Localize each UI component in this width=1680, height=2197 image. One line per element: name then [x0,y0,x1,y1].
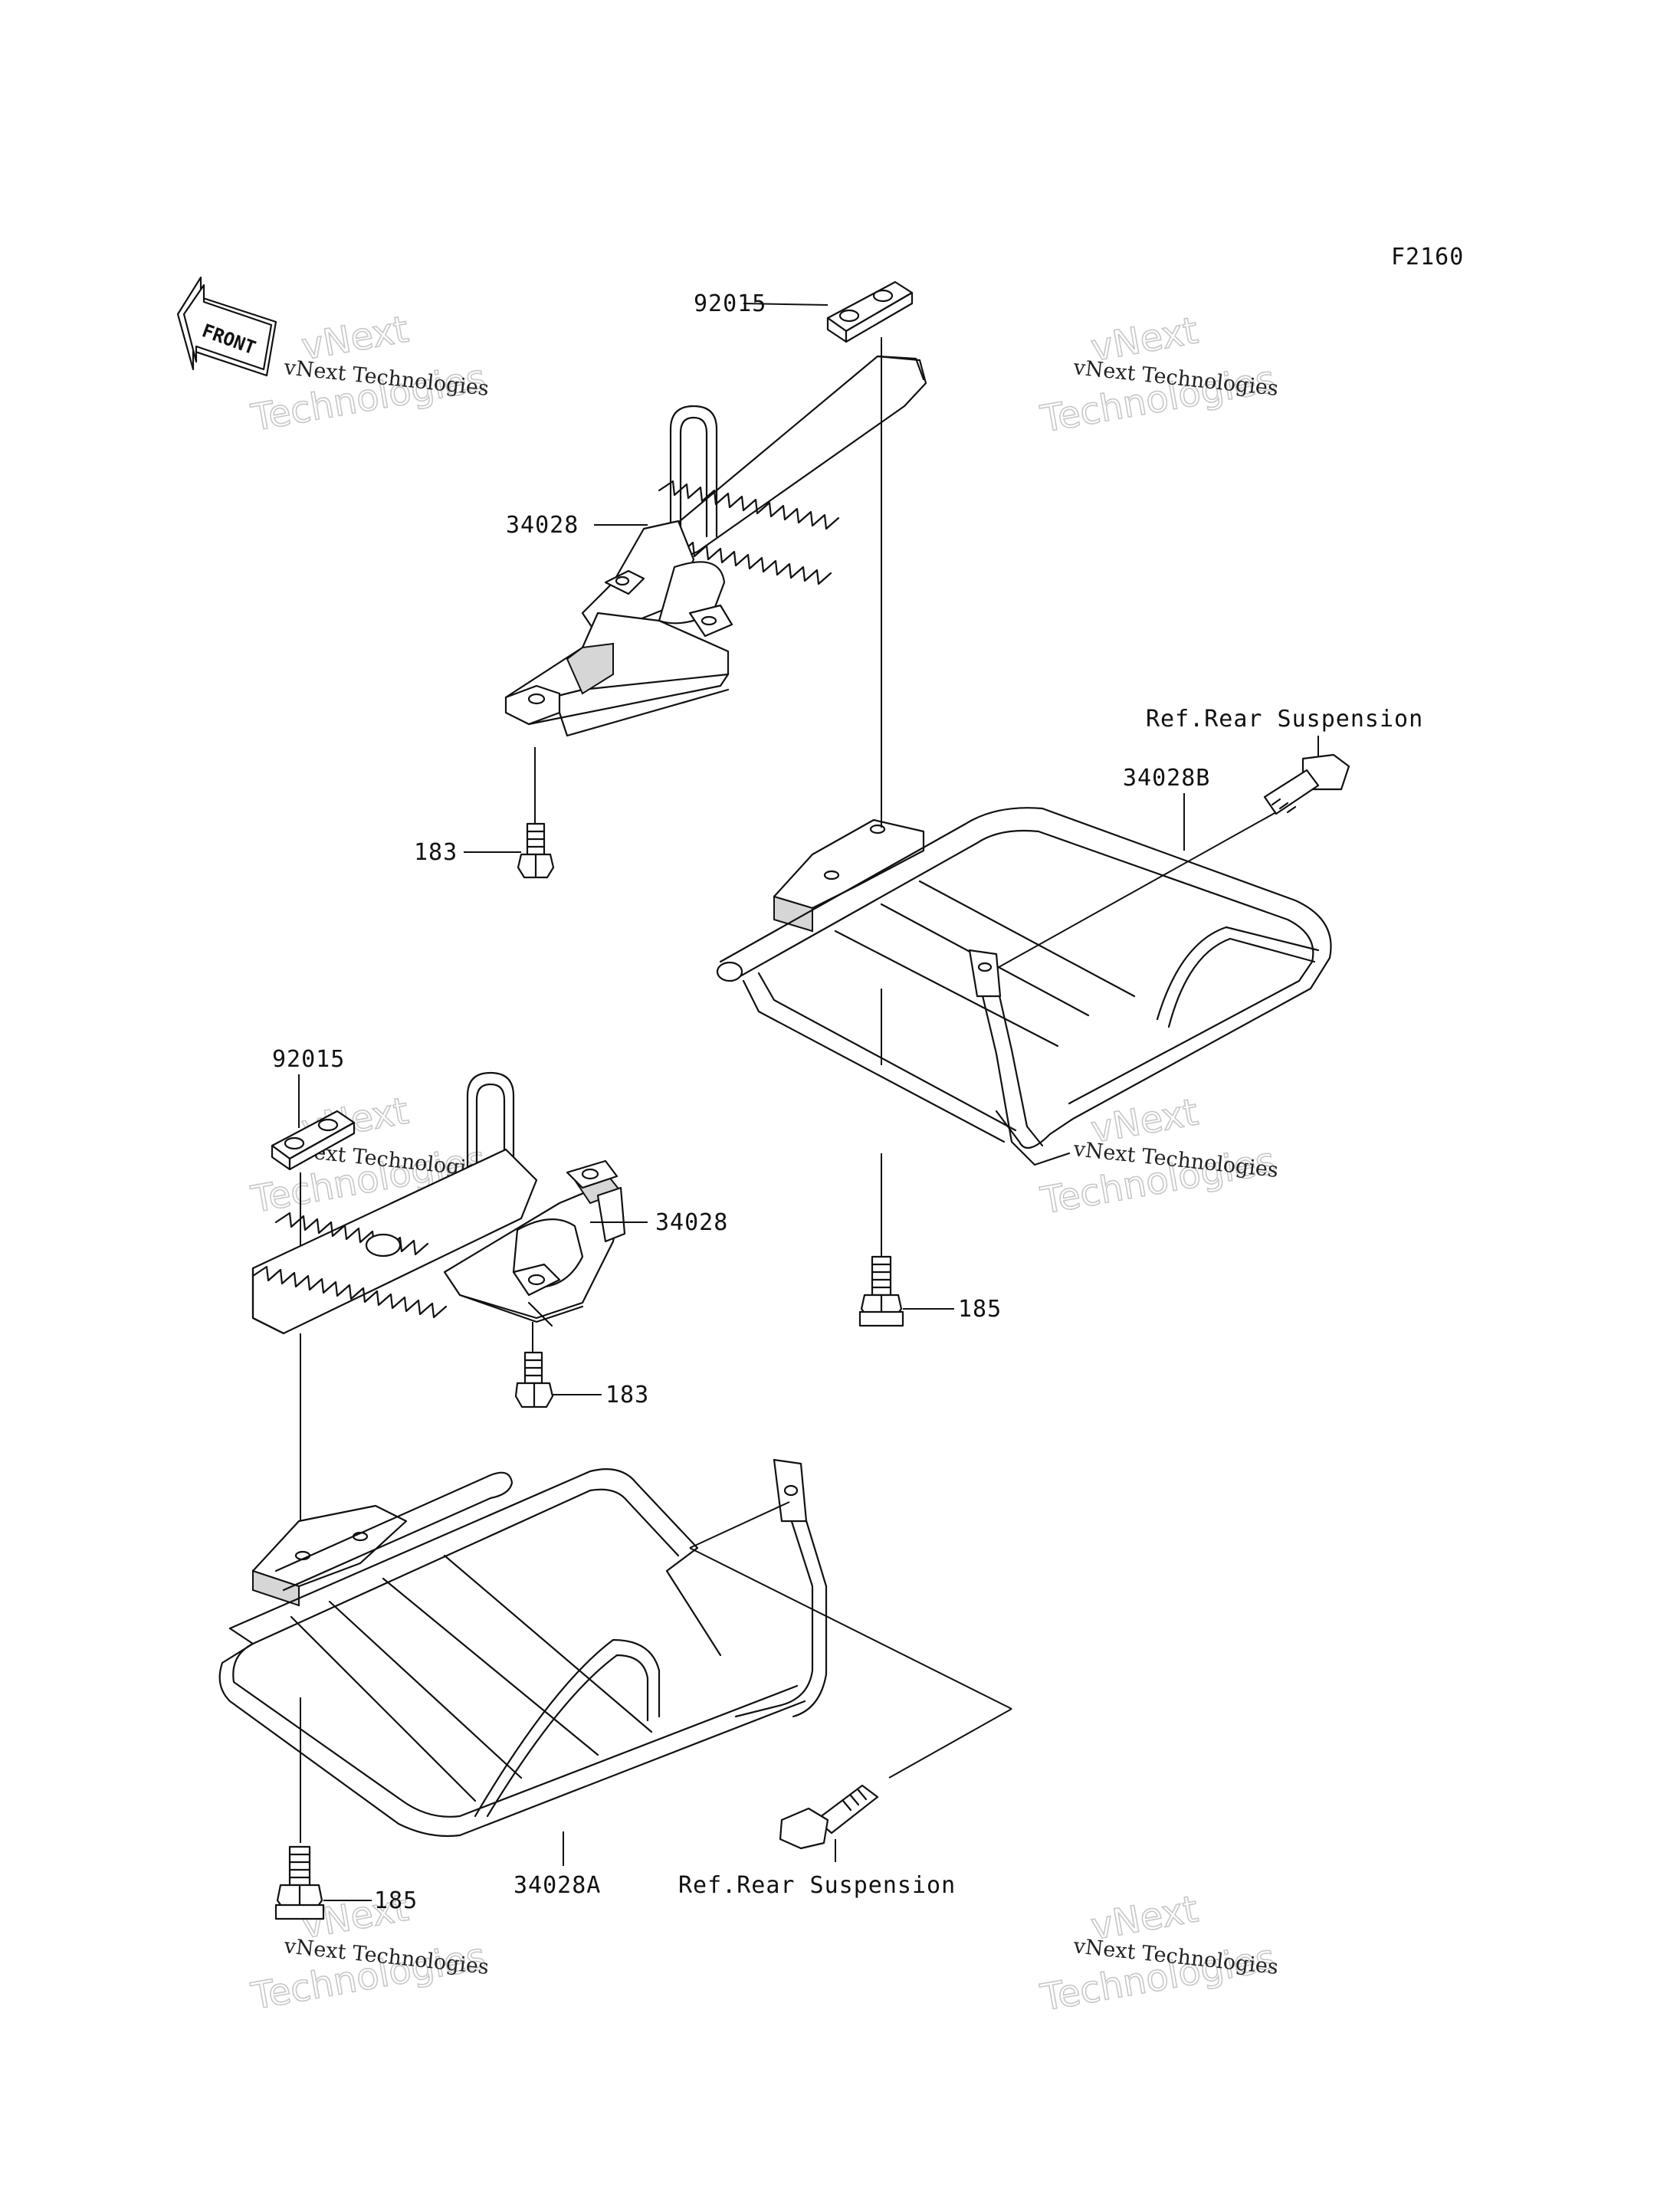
leader-92015-top [743,303,829,306]
guide-line-ref-bottom [888,1708,1012,1779]
bolt-ref-bottom [779,1784,879,1850]
label-34028-top: 34028 [506,512,579,539]
guard-34028B [716,807,1332,1166]
label-ref-rear-suspension-top: Ref.Rear Suspension [1146,706,1423,733]
label-34028A: 34028A [514,1872,601,1899]
bolt-183-left [514,1351,554,1408]
guide-line-ref-top [980,812,1277,978]
step-34028-left [251,1071,626,1335]
bolt-185-bottom [274,1845,325,1920]
label-183-top: 183 [414,839,458,866]
step-34028-top [504,355,927,737]
front-arrow-icon: FRONT [176,276,277,377]
bolt-183-top [517,822,555,879]
label-ref-rear-suspension-bottom: Ref.Rear Suspension [678,1872,956,1899]
label-34028B: 34028B [1123,765,1210,792]
label-185-bottom: 185 [374,1887,418,1914]
bolt-ref-top [1263,753,1350,815]
figure-code: F2160 [1391,244,1464,271]
label-185-right: 185 [958,1296,1002,1323]
label-34028-left: 34028 [655,1209,728,1236]
guide-line-guard-a-diag [689,1547,1012,1710]
label-183-left: 183 [605,1382,649,1408]
guide-line-guard-a-tab [689,1501,790,1549]
label-92015-left: 92015 [272,1046,345,1073]
nut-plate-92015-top [826,280,914,343]
guard-34028A [218,1458,828,1838]
nut-plate-92015-left [271,1110,356,1171]
bolt-185-right [858,1255,904,1327]
label-92015-top: 92015 [694,290,766,317]
